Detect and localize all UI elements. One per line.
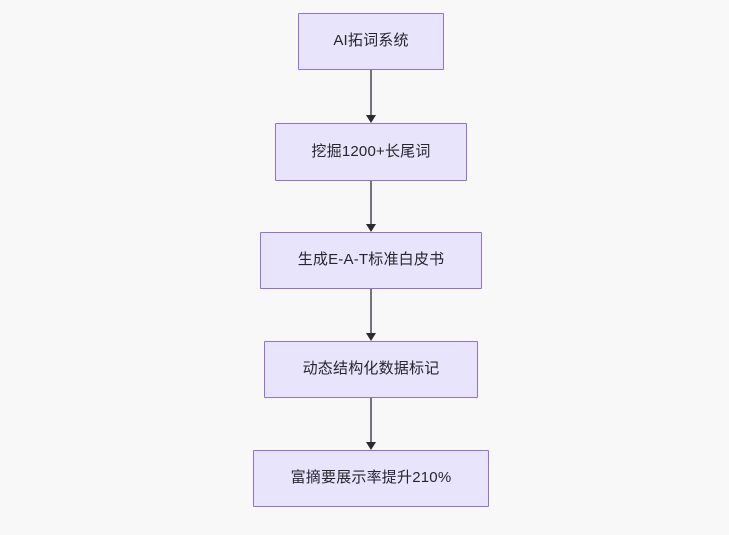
flow-arrow-1-to-2 — [365, 70, 376, 123]
flow-node-rich-snippet-impression-lift[interactable]: 富摘要展示率提升210% — [253, 450, 489, 507]
flow-node-label: 挖掘1200+长尾词 — [311, 142, 431, 160]
arrow-head-icon — [365, 442, 376, 450]
flow-arrow-4-to-5 — [365, 398, 376, 450]
arrow-shaft — [370, 70, 372, 117]
flow-node-ai-keyword-system[interactable]: AI拓词系统 — [298, 13, 444, 70]
flow-node-generate-eat-whitepaper[interactable]: 生成E-A-T标准白皮书 — [260, 232, 482, 289]
flow-arrow-3-to-4 — [365, 289, 376, 341]
flow-node-dynamic-structured-data-markup[interactable]: 动态结构化数据标记 — [264, 341, 478, 398]
arrow-head-icon — [365, 333, 376, 341]
flow-node-mine-longtail-keywords[interactable]: 挖掘1200+长尾词 — [275, 123, 467, 181]
arrow-head-icon — [365, 224, 376, 232]
flow-arrow-2-to-3 — [365, 181, 376, 232]
flow-node-label: 生成E-A-T标准白皮书 — [297, 251, 445, 269]
flow-node-label: 动态结构化数据标记 — [302, 360, 440, 378]
arrow-shaft — [370, 181, 372, 226]
arrow-shaft — [370, 398, 372, 444]
flow-node-label: AI拓词系统 — [333, 32, 409, 50]
arrow-head-icon — [365, 115, 376, 123]
arrow-shaft — [370, 289, 372, 335]
flow-node-label: 富摘要展示率提升210% — [290, 469, 452, 487]
